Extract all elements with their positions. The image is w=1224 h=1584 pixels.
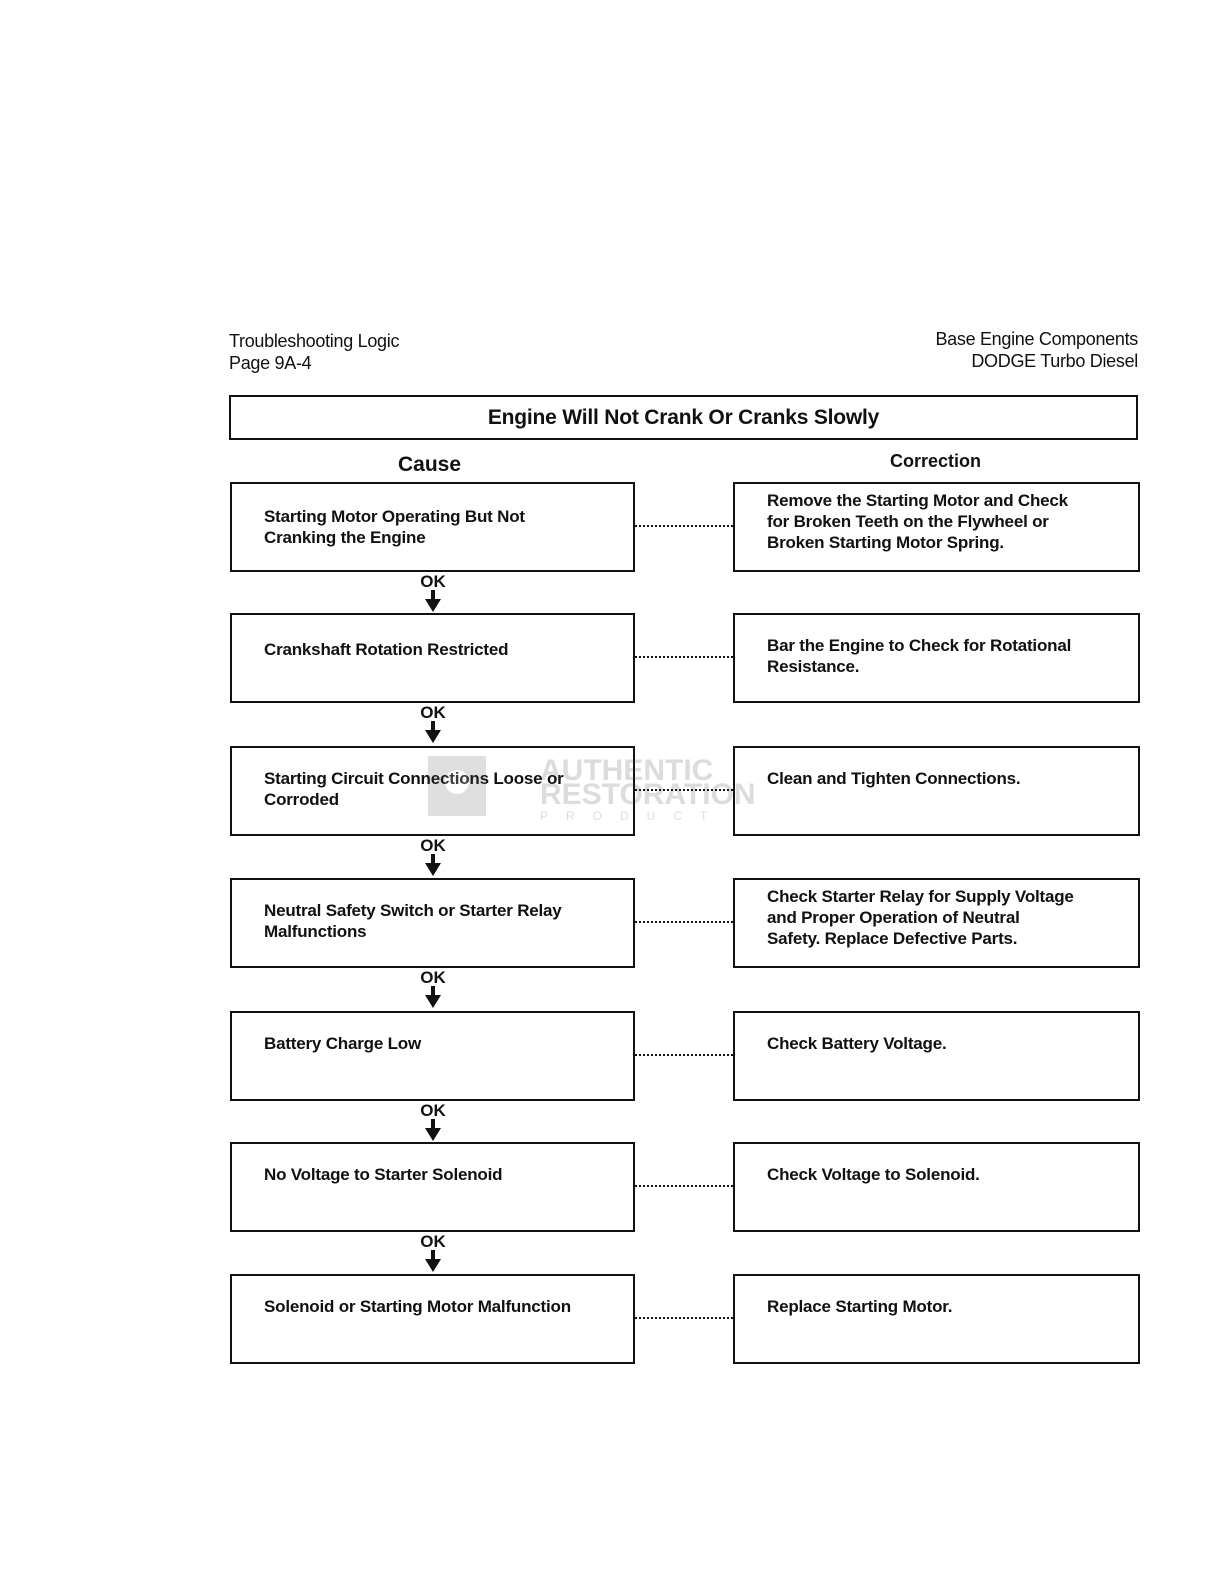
down-arrow-icon [425, 721, 441, 743]
dotted-connector [635, 789, 733, 791]
dotted-connector [635, 1185, 733, 1187]
correction-box: Replace Starting Motor. [733, 1274, 1140, 1364]
cause-box: Starting Motor Operating But Not Crankin… [230, 482, 635, 572]
cause-text: Crankshaft Rotation Restricted [264, 640, 509, 659]
cause-box: Crankshaft Rotation Restricted [230, 613, 635, 703]
correction-text: Remove the Starting Motor and Check for … [767, 491, 1068, 552]
ok-label: OK [420, 703, 446, 722]
cause-box: Starting Circuit Connections Loose or Co… [230, 746, 635, 836]
ok-label: OK [420, 836, 446, 855]
vehicle-label: DODGE Turbo Diesel [971, 351, 1138, 371]
cause-text: Battery Charge Low [264, 1034, 421, 1053]
cause-box: Neutral Safety Switch or Starter Relay M… [230, 878, 635, 968]
cause-text: Solenoid or Starting Motor Malfunction [264, 1297, 571, 1316]
correction-box: Remove the Starting Motor and Check for … [733, 482, 1140, 572]
page-number: Page 9A-4 [229, 353, 312, 373]
cause-text: Starting Motor Operating But Not Crankin… [264, 507, 525, 547]
cause-text: Neutral Safety Switch or Starter Relay M… [264, 901, 562, 941]
down-arrow-icon [425, 854, 441, 876]
header-right: Base Engine Components DODGE Turbo Diese… [935, 328, 1138, 372]
down-arrow-icon [425, 986, 441, 1008]
cause-text: No Voltage to Starter Solenoid [264, 1165, 503, 1184]
cause-box: Battery Charge Low [230, 1011, 635, 1101]
dotted-connector [635, 1317, 733, 1319]
cause-box: Solenoid or Starting Motor Malfunction [230, 1274, 635, 1364]
down-arrow-icon [425, 1250, 441, 1272]
correction-text: Check Starter Relay for Supply Voltage a… [767, 887, 1074, 948]
down-arrow-icon [425, 1119, 441, 1141]
correction-box: Check Battery Voltage. [733, 1011, 1140, 1101]
dotted-connector [635, 1054, 733, 1056]
correction-box: Clean and Tighten Connections. [733, 746, 1140, 836]
dotted-connector [635, 656, 733, 658]
diagram-title: Engine Will Not Crank Or Cranks Slowly [229, 395, 1138, 440]
dotted-connector [635, 921, 733, 923]
chapter-label: Base Engine Components [935, 329, 1138, 349]
ok-label: OK [420, 1101, 446, 1120]
correction-text: Check Voltage to Solenoid. [767, 1165, 980, 1184]
down-arrow-icon [425, 590, 441, 612]
cause-heading: Cause [398, 453, 462, 476]
ok-label: OK [420, 968, 446, 987]
diagram-title-text: Engine Will Not Crank Or Cranks Slowly [487, 405, 880, 429]
correction-heading: Correction [890, 451, 982, 471]
dotted-connector [635, 525, 733, 527]
correction-text: Clean and Tighten Connections. [767, 769, 1021, 788]
cause-text: Starting Circuit Connections Loose or Co… [264, 769, 564, 809]
ok-label: OK [420, 572, 446, 591]
header-left: Troubleshooting Logic Page 9A-4 [229, 330, 399, 374]
correction-text: Bar the Engine to Check for Rotational R… [767, 636, 1072, 676]
correction-box: Check Voltage to Solenoid. [733, 1142, 1140, 1232]
correction-text: Replace Starting Motor. [767, 1297, 953, 1316]
ok-label: OK [420, 1232, 446, 1251]
cause-box: No Voltage to Starter Solenoid [230, 1142, 635, 1232]
correction-box: Bar the Engine to Check for Rotational R… [733, 613, 1140, 703]
correction-text: Check Battery Voltage. [767, 1034, 947, 1053]
correction-box: Check Starter Relay for Supply Voltage a… [733, 878, 1140, 968]
section-label: Troubleshooting Logic [229, 331, 400, 351]
